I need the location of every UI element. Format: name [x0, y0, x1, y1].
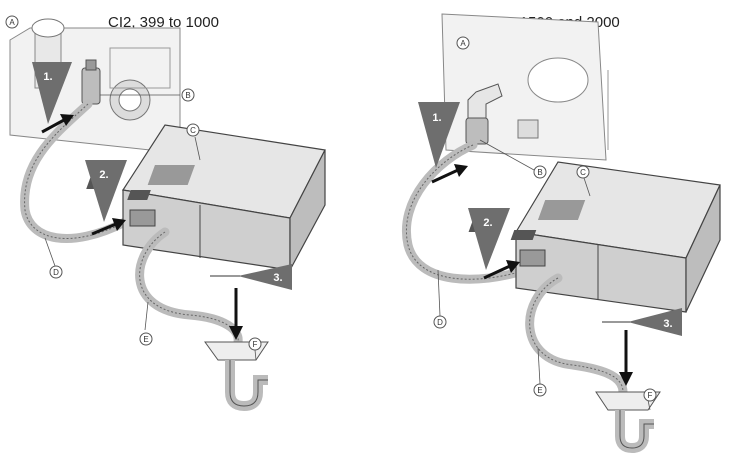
- right-installation-drawing: 1. 2. 3. A B C D E F: [402, 13, 721, 454]
- left-label-d: D: [53, 268, 59, 277]
- right-step-1: 1.: [432, 112, 441, 124]
- left-installation-drawing: 1. 2. 3. A B C D E F: [5, 15, 326, 412]
- right-label-c: C: [580, 168, 586, 177]
- left-label-e: E: [143, 335, 148, 344]
- right-label-e: E: [537, 386, 542, 395]
- neutralisation-box-c: [86, 124, 326, 271]
- left-label-c: C: [190, 126, 196, 135]
- panel-left-title: CI2, 399 to 1000: [108, 14, 219, 31]
- left-step-1: 1.: [43, 71, 52, 83]
- left-step-2: 2.: [99, 169, 108, 181]
- connector-b: [465, 83, 503, 145]
- right-label-b: B: [537, 168, 542, 177]
- panel-left: CI2, 399 to 1000: [5, 14, 326, 412]
- right-label-a: A: [460, 39, 466, 48]
- siphon-f: [204, 341, 269, 412]
- right-label-f: F: [648, 391, 653, 400]
- neutralisation-box-c: [468, 161, 721, 313]
- left-label-b: B: [185, 91, 190, 100]
- right-step-2: 2.: [483, 217, 492, 229]
- panel-right: CI2, 1500 and 2000: [368, 0, 736, 458]
- left-label-f: F: [253, 340, 258, 349]
- left-step-3: 3.: [273, 272, 282, 284]
- left-label-a: A: [9, 18, 15, 27]
- right-step-3: 3.: [663, 318, 672, 330]
- right-label-d: D: [437, 318, 443, 327]
